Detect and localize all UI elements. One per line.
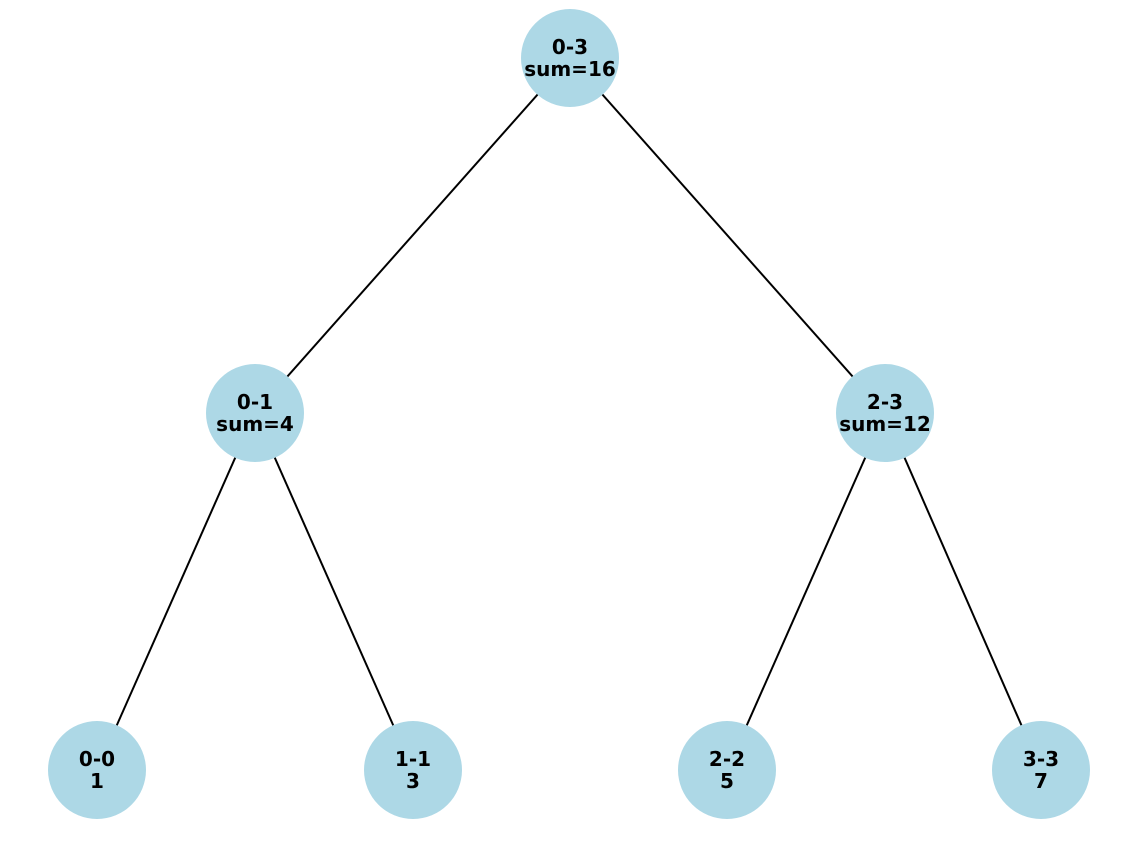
node-range-label: 2-3 (866, 389, 904, 414)
node-range-label: 1-1 (394, 746, 432, 771)
node-range-label: 0-1 (236, 389, 274, 414)
node-range-label: 2-2 (708, 746, 746, 771)
node-sum-label: sum=4 (216, 412, 294, 436)
node-range-label: 0-3 (551, 34, 589, 59)
tree-edge-0-3-0-1 (254, 57, 571, 414)
node-sum-label: 3 (406, 769, 420, 793)
node-sum-label: 1 (90, 769, 104, 793)
tree-edge-0-3-2-3 (569, 57, 886, 414)
tree-edge-2-3-2-2 (726, 412, 886, 771)
node-range-label: 3-3 (1022, 746, 1060, 771)
tree-edge-0-1-1-1 (254, 412, 414, 771)
tree-edge-0-1-0-0 (96, 412, 256, 771)
node-sum-label: sum=12 (839, 412, 931, 436)
node-range-label: 0-0 (78, 746, 116, 771)
node-sum-label: 7 (1034, 769, 1048, 793)
node-sum-label: 5 (720, 769, 734, 793)
node-sum-label: sum=16 (524, 57, 616, 81)
tree-edge-2-3-3-3 (884, 412, 1042, 771)
